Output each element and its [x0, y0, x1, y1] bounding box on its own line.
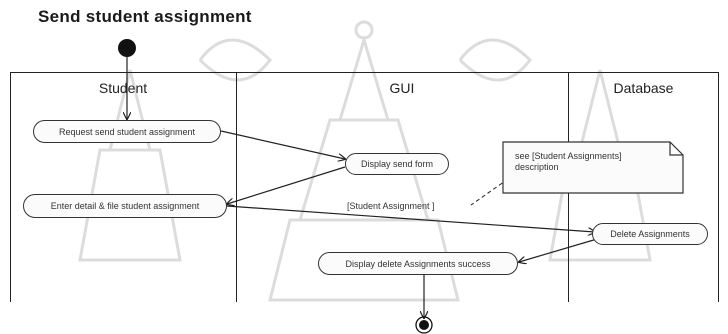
action-display-send-form: Display send form [345, 153, 449, 175]
flow-send-form-to-enter-detail [227, 166, 346, 204]
note-anchor-dashed [470, 178, 509, 206]
final-node-inner [419, 320, 429, 330]
swimlane-frame [10, 72, 719, 302]
action-display-delete-success: Display delete Assignments success [318, 252, 518, 275]
note-line-1: see [Student Assignments] [515, 151, 622, 161]
note-line-2: description [515, 162, 559, 172]
lane-divider-student-gui [236, 72, 237, 302]
flow-delete-to-success [519, 238, 598, 262]
diagram-title: Send student assignment [38, 7, 252, 26]
action-request-send-assignment: Request send student assignment [33, 120, 221, 143]
object-flow-label: [Student Assignment ] [347, 201, 435, 211]
action-delete-assignments: Delete Assignments [592, 223, 708, 245]
flow-enter-detail-to-delete [226, 205, 595, 232]
lane-label-gui: GUI [389, 80, 415, 96]
lane-label-database: Database [613, 80, 674, 96]
note-shape [502, 141, 684, 194]
initial-node [118, 39, 136, 57]
note-text: see [Student Assignments] description [515, 151, 655, 173]
flow-request-to-send-form [220, 130, 345, 159]
action-enter-detail-file: Enter detail & file student assignment [23, 194, 227, 218]
lane-label-student: Student [98, 80, 148, 96]
final-node-outer [415, 316, 433, 334]
